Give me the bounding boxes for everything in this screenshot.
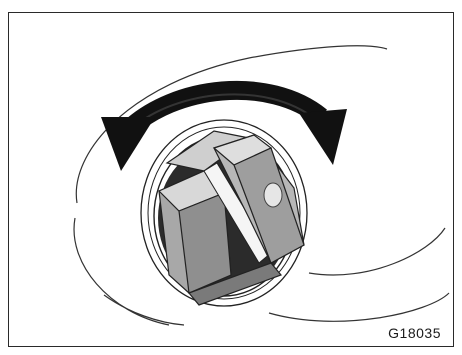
figure-code: G18035: [388, 325, 441, 341]
knob-illustration: [9, 13, 452, 345]
arrow-head-left: [101, 117, 155, 171]
arrow-head-right: [299, 109, 347, 165]
rotation-arrow: [127, 90, 321, 131]
figure-frame: G18035: [8, 12, 454, 347]
